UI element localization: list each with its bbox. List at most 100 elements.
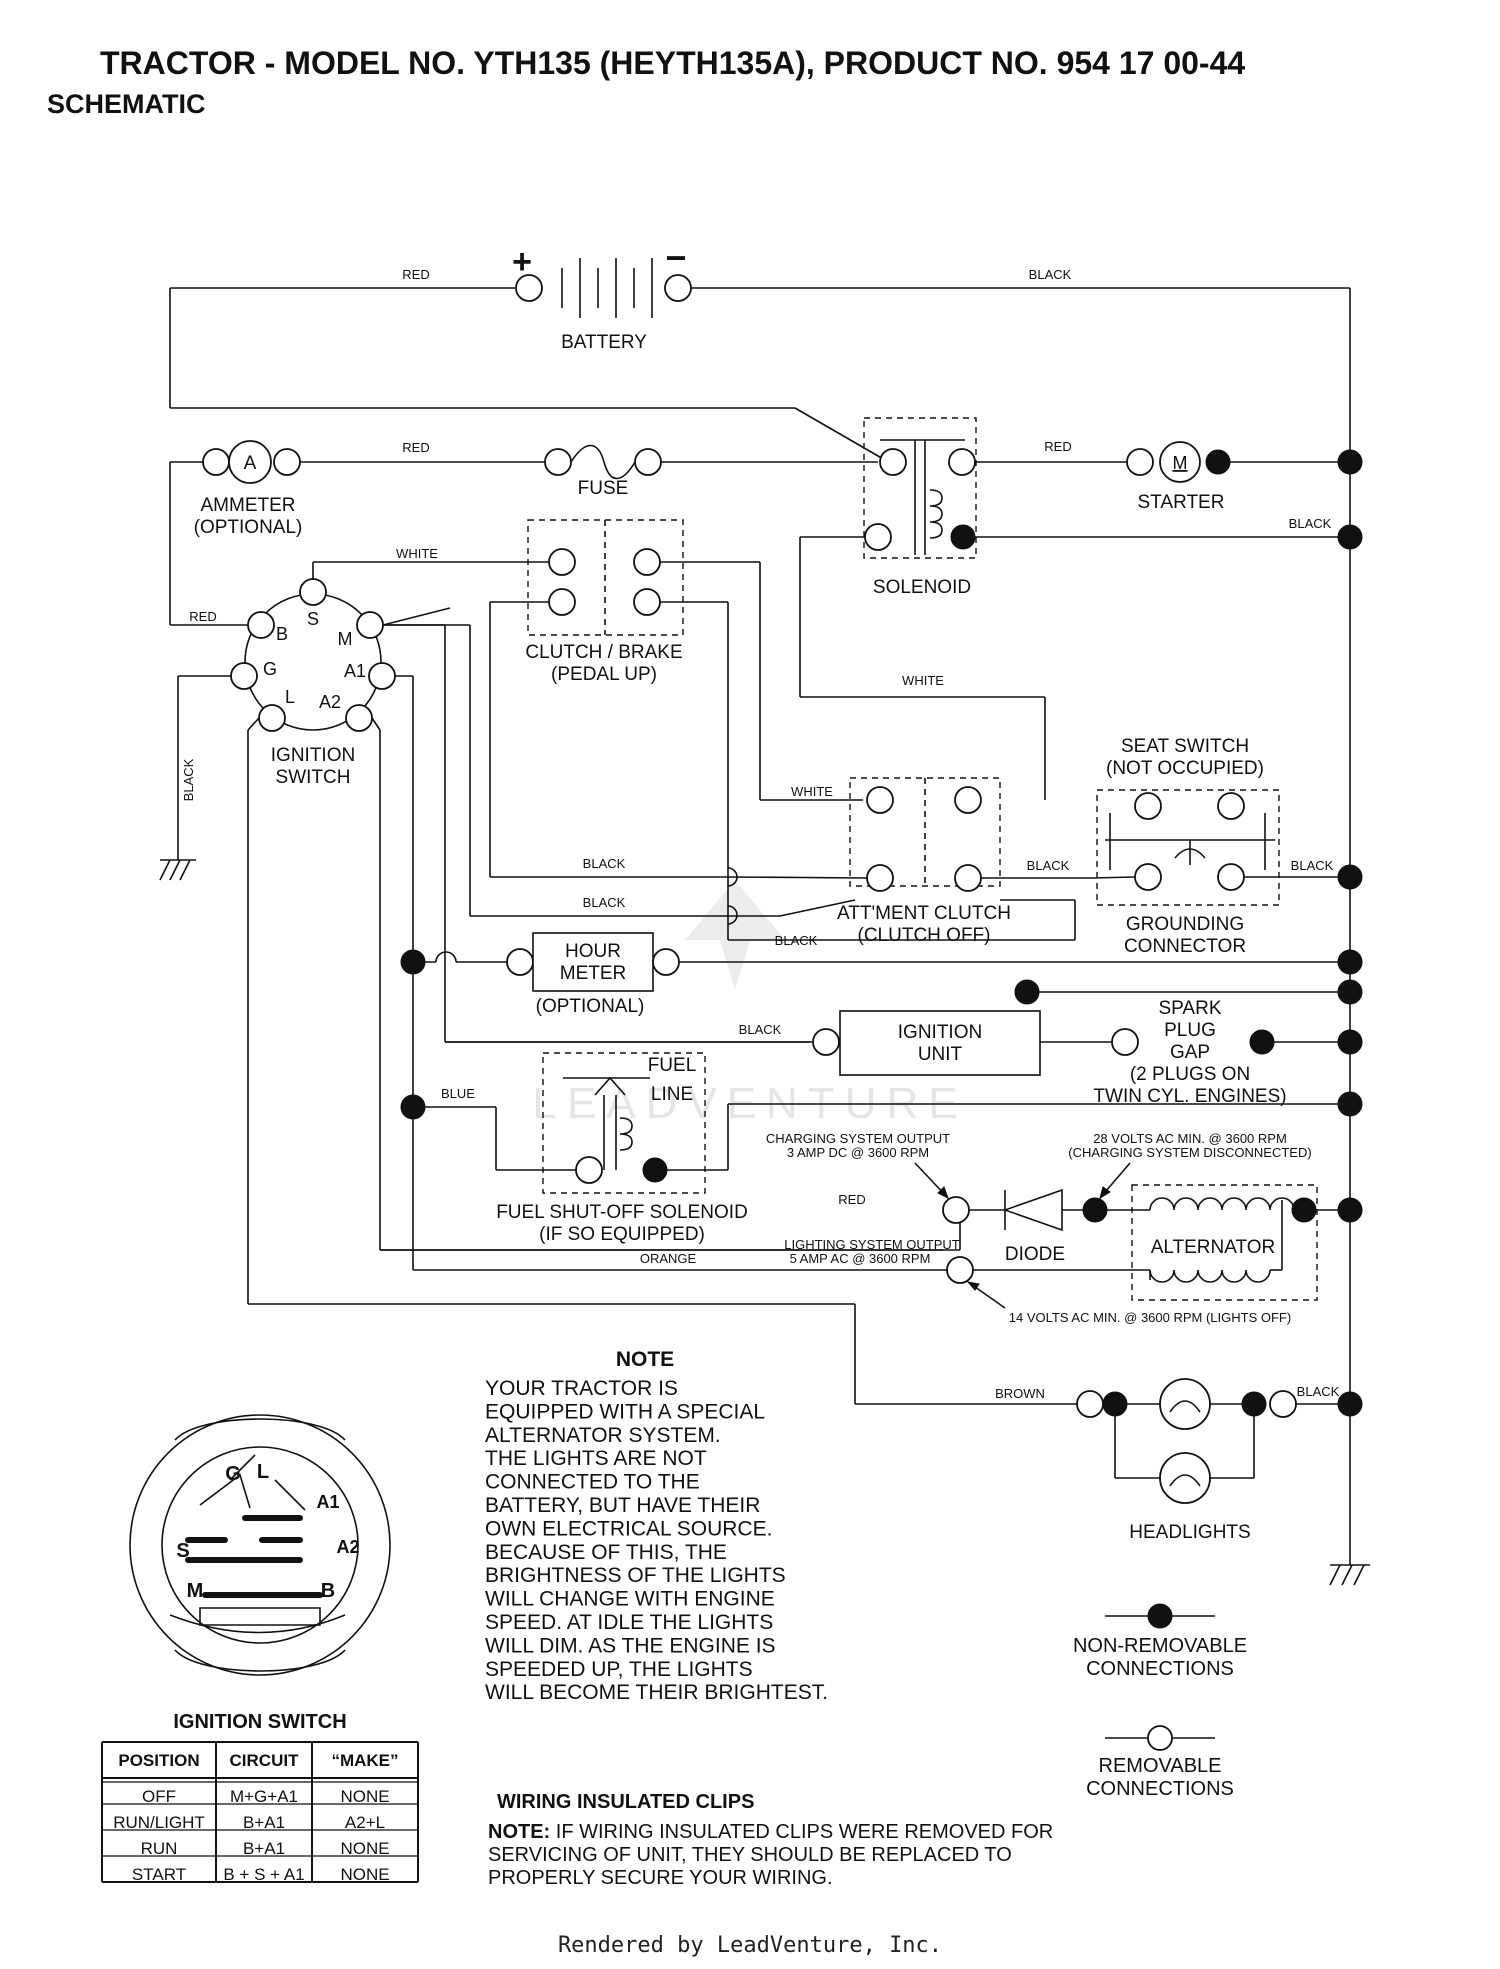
ignition-unit: IGNITION UNIT SPARK PLUG GAP (2 PLUGS ON…: [445, 979, 1350, 1107]
table-cell: B + S + A1: [223, 1865, 304, 1884]
headlights-label: HEADLIGHTS: [1129, 1522, 1250, 1543]
face-g: G: [225, 1463, 241, 1485]
lighting-output-value: 5 AMP AC @ 3600 RPM: [790, 1251, 931, 1266]
grounding-connector-label: GROUNDING: [1126, 914, 1244, 935]
clips-note-label: NOTE:: [488, 1821, 550, 1843]
spark-plug-note: (2 PLUGS ON: [1130, 1064, 1250, 1085]
face-b: B: [321, 1580, 335, 1602]
fuse: FUSE: [544, 444, 878, 499]
table-cell: NONE: [340, 1839, 389, 1858]
terminal-a1: A1: [344, 661, 366, 681]
attachment-clutch-sub-label: (CLUTCH OFF): [858, 925, 991, 946]
table-header-cell: “MAKE”: [331, 1751, 398, 1770]
note-line: YOUR TRACTOR IS: [485, 1377, 678, 1400]
ignition-unit-label-2: UNIT: [918, 1044, 963, 1065]
note-line: SPEEDED UP, THE LIGHTS: [485, 1658, 753, 1681]
terminal-m: M: [338, 629, 353, 649]
removable-label: REMOVABLE: [1099, 1755, 1222, 1777]
table-cell: OFF: [142, 1787, 176, 1806]
wire-label-black: BLACK: [775, 933, 818, 948]
lighting-output-label: LIGHTING SYSTEM OUTPUT: [784, 1237, 960, 1252]
clips-heading: WIRING INSULATED CLIPS: [497, 1791, 754, 1813]
spark-plug-label: SPARK: [1158, 998, 1221, 1019]
wire-label-black: BLACK: [583, 856, 626, 871]
seat-switch-sub-label: (NOT OCCUPIED): [1106, 758, 1264, 779]
ammeter-label: AMMETER: [201, 495, 296, 516]
note-line: ALTERNATOR SYSTEM.: [485, 1424, 721, 1447]
note-line: WILL CHANGE WITH ENGINE: [485, 1588, 775, 1611]
fuel-solenoid-label: FUEL SHUT-OFF SOLENOID: [496, 1202, 748, 1223]
diode-alternator: DIODE ALTERNATOR CHARGING SYSTEM OUTPUT …: [380, 1131, 1350, 1325]
terminal-g: G: [263, 659, 277, 679]
note-line: BATTERY, BUT HAVE THEIR: [485, 1494, 760, 1517]
ignition-switch-face: G L A1 A2 S M B: [129, 1414, 391, 1676]
starter-label: STARTER: [1138, 492, 1225, 513]
page-title: TRACTOR - MODEL NO. YTH135 (HEYTH135A), …: [100, 45, 1245, 81]
page-subtitle: SCHEMATIC: [47, 89, 206, 119]
table-cell: START: [132, 1865, 186, 1884]
fuel-line-label-2: LINE: [651, 1084, 693, 1105]
note-line: WILL DIM. AS THE ENGINE IS: [485, 1634, 776, 1657]
wire-label-orange: ORANGE: [640, 1251, 697, 1266]
wire-label-white: WHITE: [791, 784, 833, 799]
wire-label-brown: BROWN: [995, 1386, 1045, 1401]
battery-minus-sign: −: [665, 237, 686, 278]
note-line: EQUIPPED WITH A SPECIAL: [485, 1400, 765, 1423]
footer-credit: Rendered by LeadVenture, Inc.: [558, 1933, 942, 1958]
volts28-label: 28 VOLTS AC MIN. @ 3600 RPM: [1093, 1131, 1287, 1146]
wire-label-blue: BLUE: [441, 1086, 475, 1101]
charging-output-label: CHARGING SYSTEM OUTPUT: [766, 1131, 950, 1146]
fuel-solenoid-sub-label: (IF SO EQUIPPED): [539, 1224, 705, 1245]
ammeter: A AMMETER (OPTIONAL) RED RED: [169, 440, 545, 626]
hour-meter-optional-label: (OPTIONAL): [536, 996, 645, 1017]
connection-legend: NON-REMOVABLE CONNECTIONS REMOVABLE CONN…: [1073, 1603, 1247, 1800]
table-cell: B+A1: [243, 1813, 285, 1832]
wire-label-white: WHITE: [396, 546, 438, 561]
table-cell: RUN/LIGHT: [113, 1813, 205, 1832]
wire-label-red: RED: [1044, 439, 1071, 454]
seat-switch: SEAT SWITCH (NOT OCCUPIED) GROUNDING CON…: [1091, 736, 1350, 957]
note-line: WILL BECOME THEIR BRIGHTEST.: [485, 1681, 828, 1704]
wire-label-black: BLACK: [739, 1022, 782, 1037]
starter: M STARTER: [1126, 441, 1350, 513]
ignition-unit-label: IGNITION: [898, 1022, 982, 1043]
note-line: BRIGHTNESS OF THE LIGHTS: [485, 1564, 786, 1587]
table-cell: B+A1: [243, 1839, 285, 1858]
terminal-b: B: [276, 624, 288, 644]
wire-label-black: BLACK: [1029, 267, 1072, 282]
table-header-cell: CIRCUIT: [230, 1751, 300, 1770]
terminal-s: S: [307, 609, 319, 629]
clips-line-2: SERVICING OF UNIT, THEY SHOULD BE REPLAC…: [488, 1844, 1012, 1866]
volts28-sub-label: (CHARGING SYSTEM DISCONNECTED): [1068, 1145, 1311, 1160]
wire-label-black: BLACK: [583, 895, 626, 910]
terminal-a2: A2: [319, 692, 341, 712]
ignition-switch-label: IGNITION: [271, 745, 355, 766]
spark-plug-note-2: TWIN CYL. ENGINES): [1093, 1086, 1286, 1107]
note-line: BECAUSE OF THIS, THE: [485, 1541, 727, 1564]
table-header-cell: POSITION: [118, 1751, 199, 1770]
fuse-label: FUSE: [578, 478, 629, 499]
wire-label-black: BLACK: [181, 758, 196, 801]
ground-bus: [400, 449, 1370, 1586]
table-cell: RUN: [141, 1839, 178, 1858]
spark-plug-gap-label: GAP: [1170, 1042, 1210, 1063]
ammeter-letter: A: [244, 453, 257, 474]
hour-meter: HOUR METER (OPTIONAL): [413, 932, 1350, 1017]
wire-label-black: BLACK: [1027, 858, 1070, 873]
note-line: OWN ELECTRICAL SOURCE.: [485, 1517, 772, 1540]
clips-line-3: PROPERLY SECURE YOUR WIRING.: [488, 1867, 833, 1889]
clutch-brake-sub-label: (PEDAL UP): [551, 664, 657, 685]
battery-label: BATTERY: [561, 332, 647, 353]
clutch-brake-label: CLUTCH / BRAKE: [525, 642, 682, 663]
note-line: CONNECTED TO THE: [485, 1471, 700, 1494]
wire-label-red: RED: [402, 267, 429, 282]
removable-label-2: CONNECTIONS: [1086, 1778, 1234, 1800]
battery: + − BATTERY RED BLACK: [169, 237, 1351, 1565]
wire-label-white: WHITE: [902, 673, 944, 688]
ammeter-optional-label: (OPTIONAL): [194, 517, 303, 538]
clips-note: WIRING INSULATED CLIPS NOTE: IF WIRING I…: [488, 1791, 1053, 1889]
volts14-label: 14 VOLTS AC MIN. @ 3600 RPM (LIGHTS OFF): [1009, 1310, 1291, 1325]
attachment-clutch-switch: ATT'MENT CLUTCH (CLUTCH OFF) WHITE BLACK…: [729, 777, 1092, 948]
wire-label-black: BLACK: [1289, 516, 1332, 531]
